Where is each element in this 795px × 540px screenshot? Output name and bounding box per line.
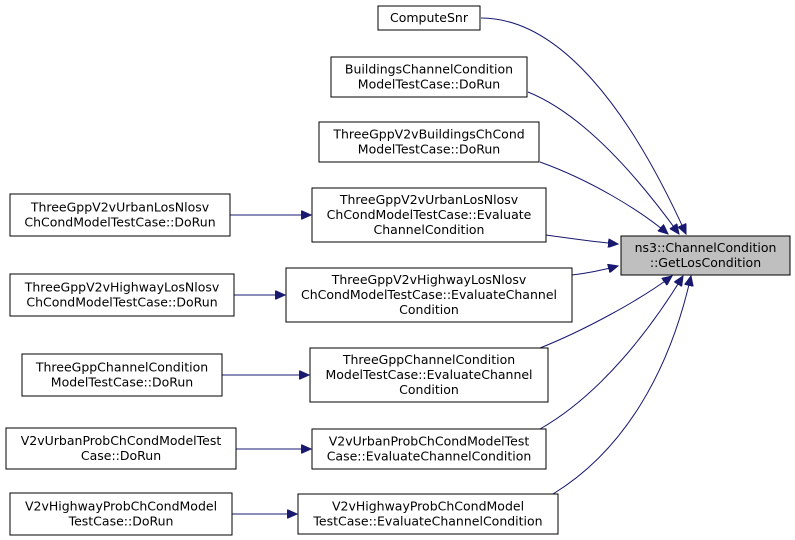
edge-n4-to-target bbox=[545, 234, 618, 244]
node-target[interactable]: ns3::ChannelCondition::GetLosCondition bbox=[620, 235, 791, 276]
node-box[interactable] bbox=[311, 428, 547, 470]
node-label-line: TestCase::EvaluateChannelCondition bbox=[312, 514, 542, 529]
node-n3[interactable]: ThreeGppV2vBuildingsChCondModelTestCase:… bbox=[318, 121, 540, 163]
node-n6[interactable]: ThreeGppV2vHighwayLosNlosvChCondModelTes… bbox=[285, 267, 573, 323]
node-box[interactable] bbox=[309, 347, 549, 403]
node-n9[interactable]: ThreeGppChannelConditionModelTestCase::D… bbox=[21, 353, 223, 397]
node-label-line: ModelTestCase::EvaluateChannel bbox=[325, 367, 532, 382]
edge-n10-to-target bbox=[539, 276, 683, 430]
node-label-line: V2vHighwayProbChCondModel bbox=[25, 499, 217, 514]
node-label-line: V2vHighwayProbChCondModel bbox=[332, 499, 524, 514]
node-label-line: ChannelCondition bbox=[374, 222, 485, 237]
node-label-line: V2vUrbanProbChCondModelTest bbox=[21, 433, 222, 448]
edges-layer bbox=[222, 17, 691, 514]
node-box[interactable] bbox=[311, 187, 547, 243]
node-box[interactable] bbox=[297, 493, 559, 535]
node-label-line: TestCase::DoRun bbox=[68, 514, 174, 529]
node-label-line: Condition bbox=[399, 302, 459, 317]
node-box[interactable] bbox=[21, 353, 223, 397]
node-label-line: ChCondModelTestCase::Evaluate bbox=[327, 207, 532, 222]
node-n12[interactable]: V2vHighwayProbChCondModelTestCase::Evalu… bbox=[297, 493, 559, 535]
node-box[interactable] bbox=[318, 121, 540, 163]
node-label-line: ModelTestCase::DoRun bbox=[358, 142, 500, 157]
edge-n3-to-target bbox=[539, 161, 668, 234]
node-n5[interactable]: ThreeGppV2vUrbanLosNlosvChCondModelTestC… bbox=[9, 193, 231, 237]
edge-n6-to-target bbox=[571, 266, 618, 276]
node-box[interactable] bbox=[285, 267, 573, 323]
node-label-line: Case::DoRun bbox=[81, 448, 161, 463]
node-label-line: Case::EvaluateChannelCondition bbox=[327, 449, 532, 464]
node-label-line: ::GetLosCondition bbox=[650, 255, 761, 270]
node-box[interactable] bbox=[620, 235, 791, 276]
node-label-line: ThreeGppV2vBuildingsChCond bbox=[332, 127, 524, 142]
node-label-line: BuildingsChannelCondition bbox=[345, 62, 513, 77]
edge-n12-to-target bbox=[552, 276, 691, 495]
node-n2[interactable]: BuildingsChannelConditionModelTestCase::… bbox=[330, 56, 528, 98]
node-label-line: ChCondModelTestCase::DoRun bbox=[24, 215, 215, 230]
node-label-line: ThreeGppV2vUrbanLosNlosv bbox=[339, 192, 519, 207]
node-box[interactable] bbox=[9, 193, 231, 237]
node-label-line: V2vUrbanProbChCondModelTest bbox=[329, 434, 530, 449]
node-box[interactable] bbox=[9, 273, 235, 317]
node-n8[interactable]: ThreeGppChannelConditionModelTestCase::E… bbox=[309, 347, 549, 403]
edge-n8-to-target bbox=[539, 276, 672, 349]
node-label-line: ns3::ChannelCondition bbox=[635, 240, 777, 255]
node-n1[interactable]: ComputeSnr bbox=[377, 5, 481, 31]
node-label-line: ModelTestCase::DoRun bbox=[51, 375, 193, 390]
node-n4[interactable]: ThreeGppV2vUrbanLosNlosvChCondModelTestC… bbox=[311, 187, 547, 243]
node-label-line: ThreeGppChannelCondition bbox=[35, 360, 208, 375]
node-label-line: ThreeGppV2vHighwayLosNlosv bbox=[24, 280, 220, 295]
node-label-line: Condition bbox=[399, 382, 459, 397]
node-box[interactable] bbox=[9, 492, 233, 536]
node-label-line: ModelTestCase::DoRun bbox=[358, 77, 500, 92]
node-label-line: ChCondModelTestCase::EvaluateChannel bbox=[301, 287, 557, 302]
edge-n1-to-target bbox=[480, 17, 686, 234]
node-n10[interactable]: V2vUrbanProbChCondModelTestCase::Evaluat… bbox=[311, 428, 547, 470]
node-label-line: ThreeGppV2vHighwayLosNlosv bbox=[331, 272, 527, 287]
node-box[interactable] bbox=[377, 5, 481, 31]
node-label-line: ChCondModelTestCase::DoRun bbox=[26, 295, 217, 310]
nodes-layer: ns3::ChannelCondition::GetLosConditionCo… bbox=[5, 5, 791, 536]
node-label-line: ThreeGppChannelCondition bbox=[342, 352, 515, 367]
node-label-line: ComputeSnr bbox=[390, 10, 469, 25]
node-box[interactable] bbox=[330, 56, 528, 98]
edge-n2-to-target bbox=[527, 91, 679, 234]
node-box[interactable] bbox=[5, 427, 237, 470]
node-label-line: ThreeGppV2vUrbanLosNlosv bbox=[30, 200, 210, 215]
node-n7[interactable]: ThreeGppV2vHighwayLosNlosvChCondModelTes… bbox=[9, 273, 235, 317]
